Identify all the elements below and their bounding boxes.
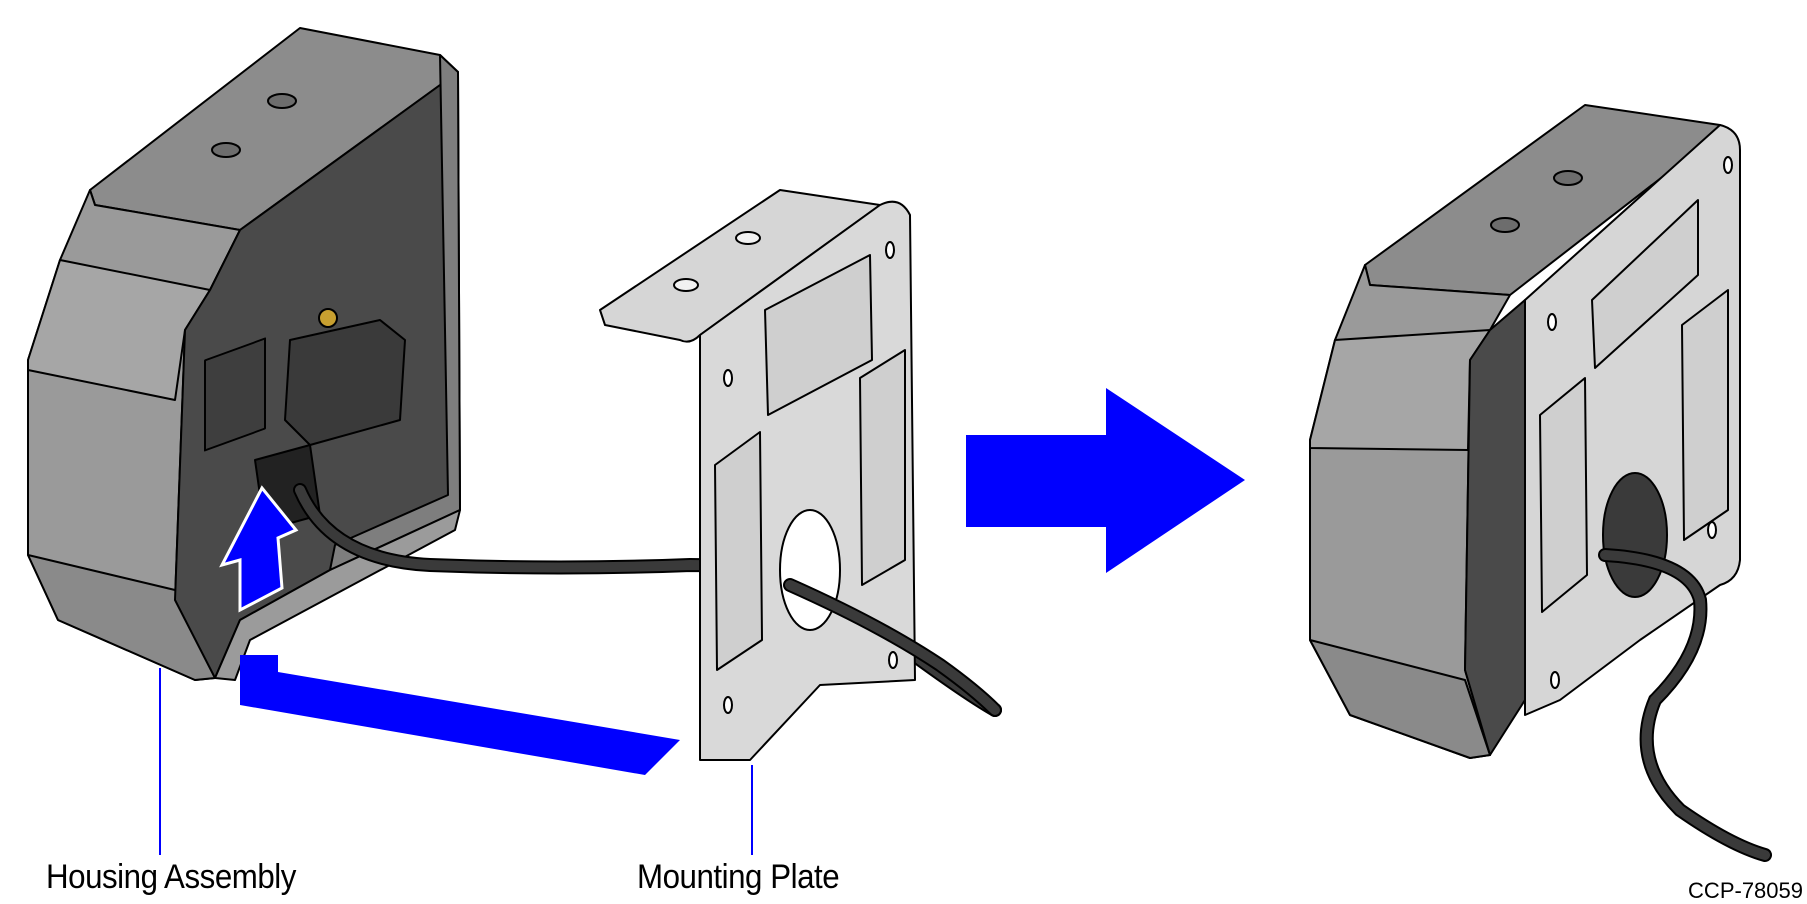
screw-hole [267,93,297,109]
plate-screw-hole [1547,313,1557,331]
mounting-plate [599,189,916,761]
housing-bottom [214,509,461,681]
mounting-plate-label: Mounting Plate [637,858,840,896]
housing-inner-panel [204,337,266,452]
assembled-cable-fill [1600,550,1770,860]
assembled-inner-strip [1464,299,1526,756]
plate-panel [714,431,763,671]
plate-screw-hole [723,369,733,387]
assembled-unit [1309,104,1741,759]
plate-hole [673,278,699,292]
screw-hole [211,142,241,158]
connector-block [284,319,406,446]
plate-panel [1591,199,1699,369]
screw-hole [1553,170,1583,186]
plate-screw-hole [885,241,895,259]
plate-screw-hole [888,651,898,669]
plate-screw-hole [1707,521,1717,539]
screw-hole [1490,217,1520,233]
plate-cable-hole [779,509,841,631]
assembled-side-lower [1309,639,1491,759]
housing-side-lower [27,554,216,681]
l-shaped-arrow-icon [240,655,680,775]
plate-screw-hole [1550,671,1560,689]
right-arrow-icon [966,388,1245,573]
assembled-side-band [1309,329,1491,451]
plate-screw-hole [723,696,733,714]
housing-assembly-label: Housing Assembly [46,858,296,896]
cable-front-fill [785,580,1000,715]
plate-panel [1539,377,1588,613]
grounding-screw [318,308,338,328]
plate-panel [1681,289,1729,541]
figure-id: CCP-78059 [1688,878,1803,903]
up-arrow-icon [219,485,299,613]
plate-panel [764,254,873,416]
plate-screw-hole [1723,156,1733,174]
plate-panel [859,349,906,586]
plate-hole [735,231,761,245]
plate-cable-hole [1602,472,1668,598]
